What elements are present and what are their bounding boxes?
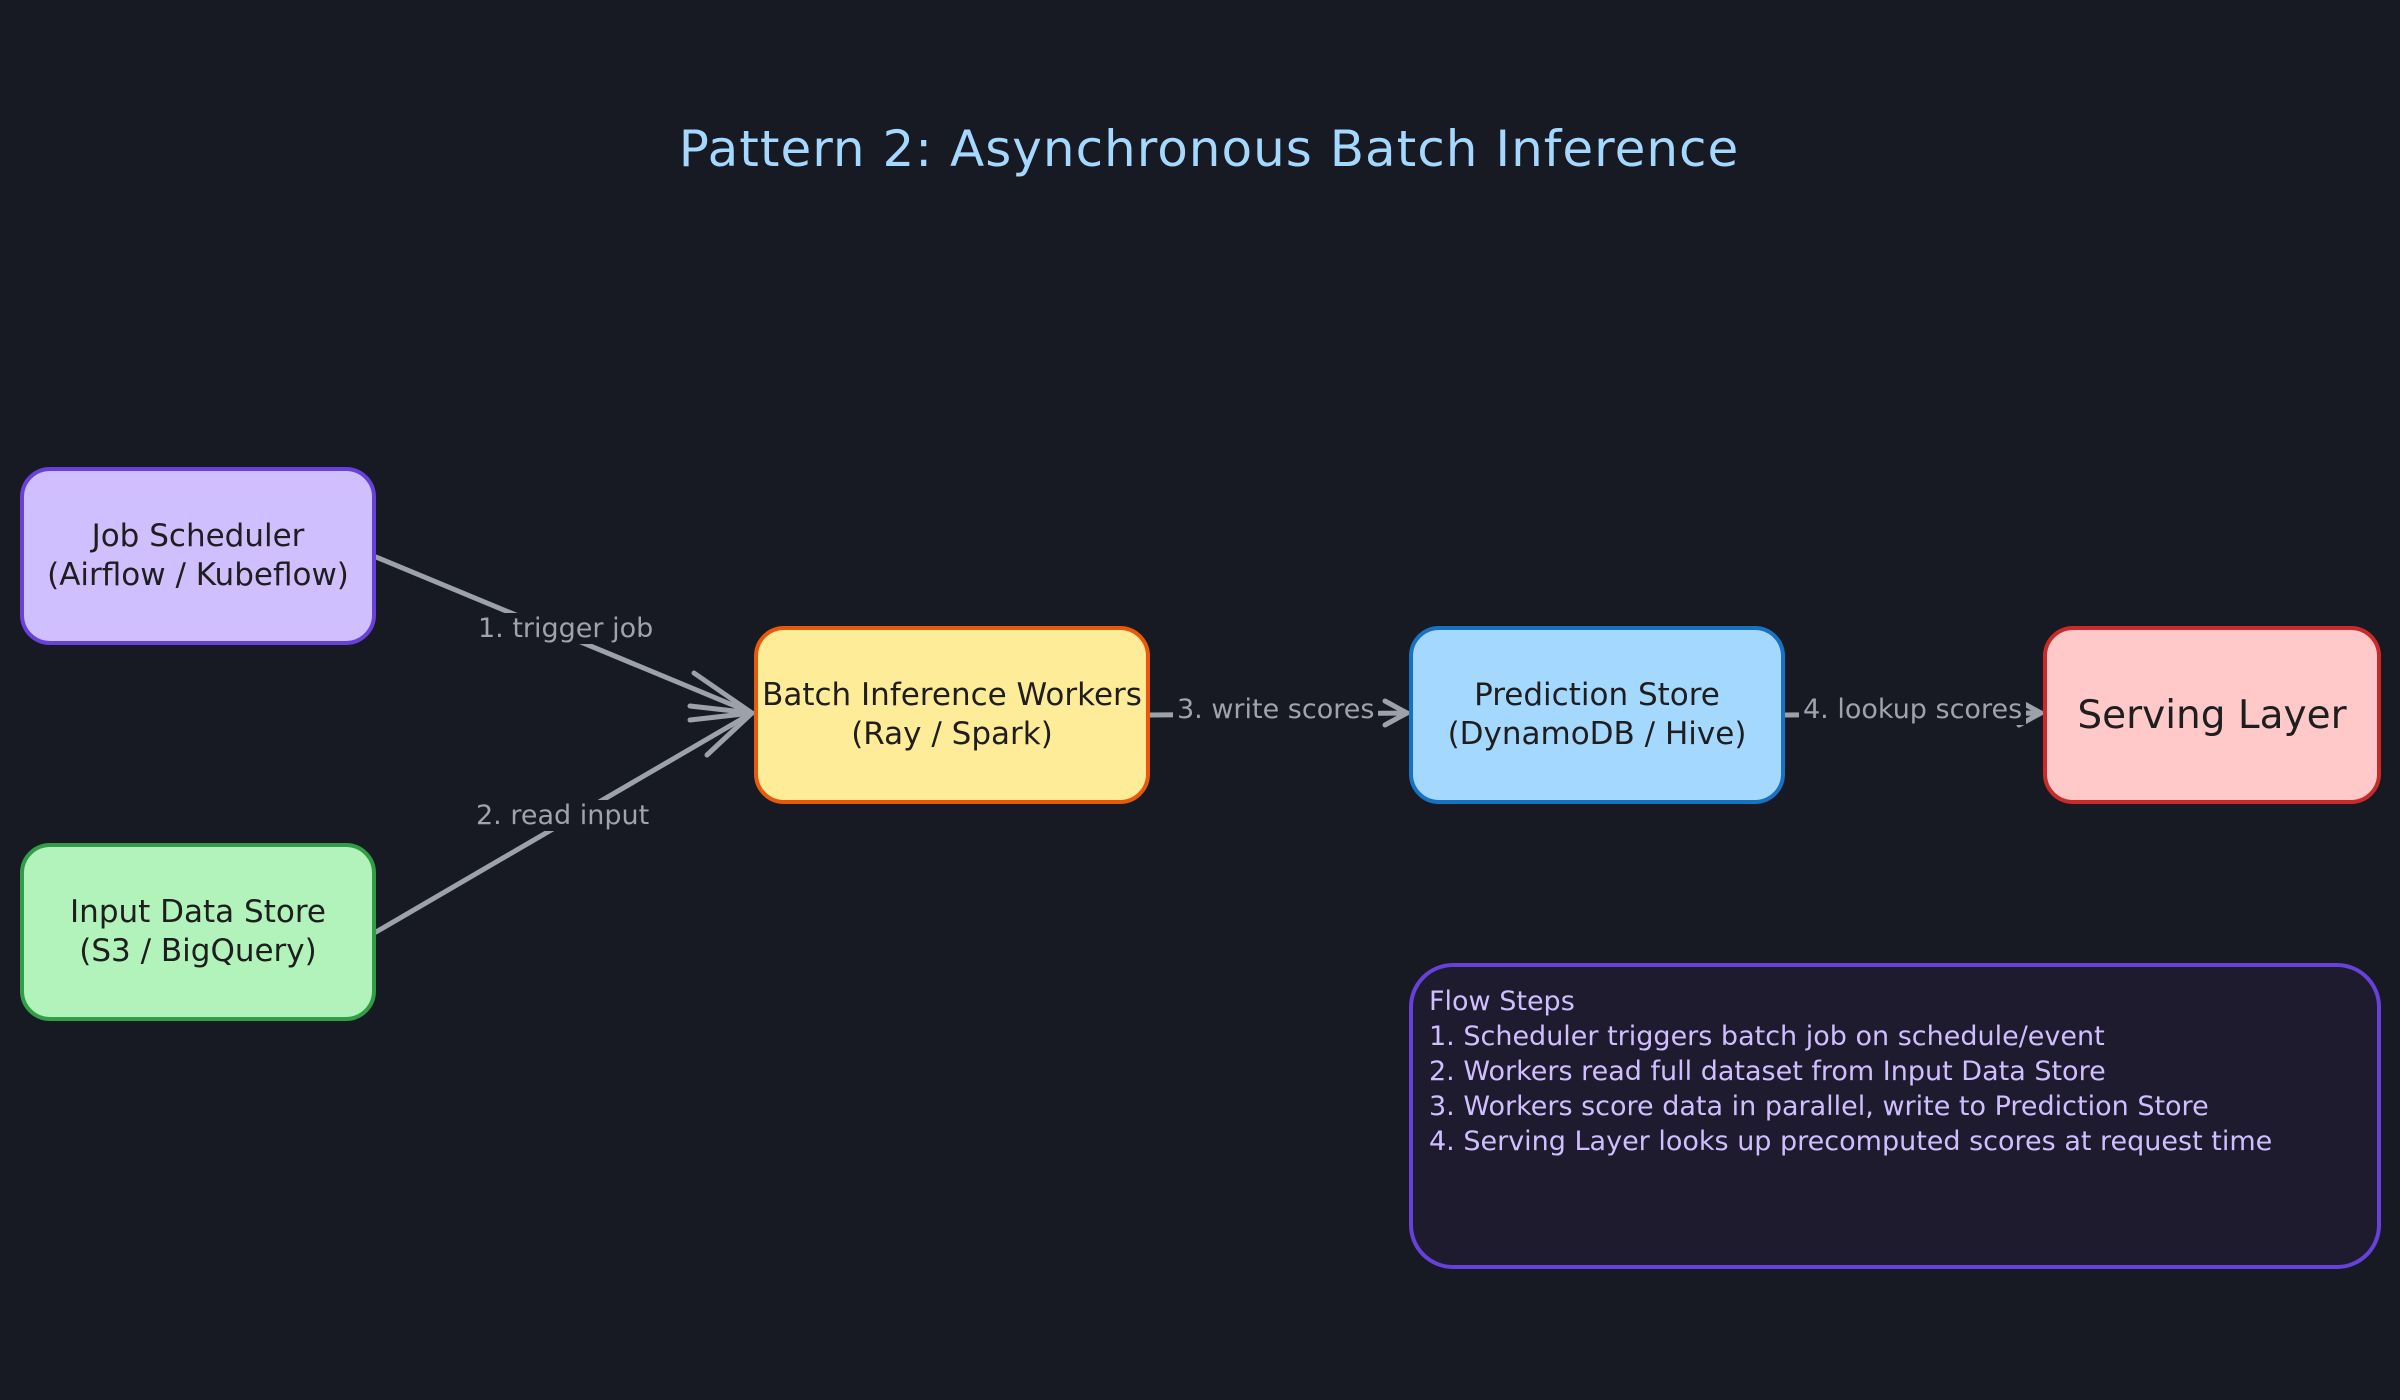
arrowhead-lookup-scores xyxy=(2016,698,2044,728)
flow-step: 1. Scheduler triggers batch job on sched… xyxy=(1429,1021,2105,1052)
node-label: Job Scheduler xyxy=(91,518,305,554)
node-sublabel: (Ray / Spark) xyxy=(851,716,1053,752)
arrowhead-read-input xyxy=(687,710,755,758)
input-data-store-node[interactable]: Input Data Store (S3 / BigQuery) xyxy=(20,843,376,1021)
batch-inference-workers-node[interactable]: Batch Inference Workers (Ray / Spark) xyxy=(754,626,1150,804)
flow-step: 2. Workers read full dataset from Input … xyxy=(1429,1056,2106,1087)
diagram-title: Pattern 2: Asynchronous Batch Inference xyxy=(678,120,1740,178)
edge-label-trigger-job: 1. trigger job xyxy=(474,613,658,644)
flow-step: 4. Serving Layer looks up precomputed sc… xyxy=(1429,1126,2273,1157)
job-scheduler-node[interactable]: Job Scheduler (Airflow / Kubeflow) xyxy=(20,467,376,645)
flow-steps-heading: Flow Steps xyxy=(1429,986,1575,1017)
node-label: Serving Layer xyxy=(2077,692,2347,738)
flow-steps-note[interactable]: Flow Steps 1. Scheduler triggers batch j… xyxy=(1409,963,2381,1269)
node-label: Batch Inference Workers xyxy=(762,677,1142,713)
node-sublabel: (Airflow / Kubeflow) xyxy=(47,557,349,593)
arrowhead-write-scores xyxy=(1382,698,1410,728)
prediction-store-node[interactable]: Prediction Store (DynamoDB / Hive) xyxy=(1409,626,1785,804)
edge-label-lookup-scores: 4. lookup scores xyxy=(1799,694,2027,725)
node-label: Prediction Store xyxy=(1474,677,1720,713)
node-label: Input Data Store xyxy=(70,894,326,930)
flow-step: 3. Workers score data in parallel, write… xyxy=(1429,1091,2209,1122)
serving-layer-node[interactable]: Serving Layer xyxy=(2043,626,2381,804)
edge-label-read-input: 2. read input xyxy=(472,800,654,831)
node-sublabel: (S3 / BigQuery) xyxy=(79,933,317,969)
edge-label-write-scores: 3. write scores xyxy=(1173,694,1379,725)
node-sublabel: (DynamoDB / Hive) xyxy=(1447,716,1747,752)
